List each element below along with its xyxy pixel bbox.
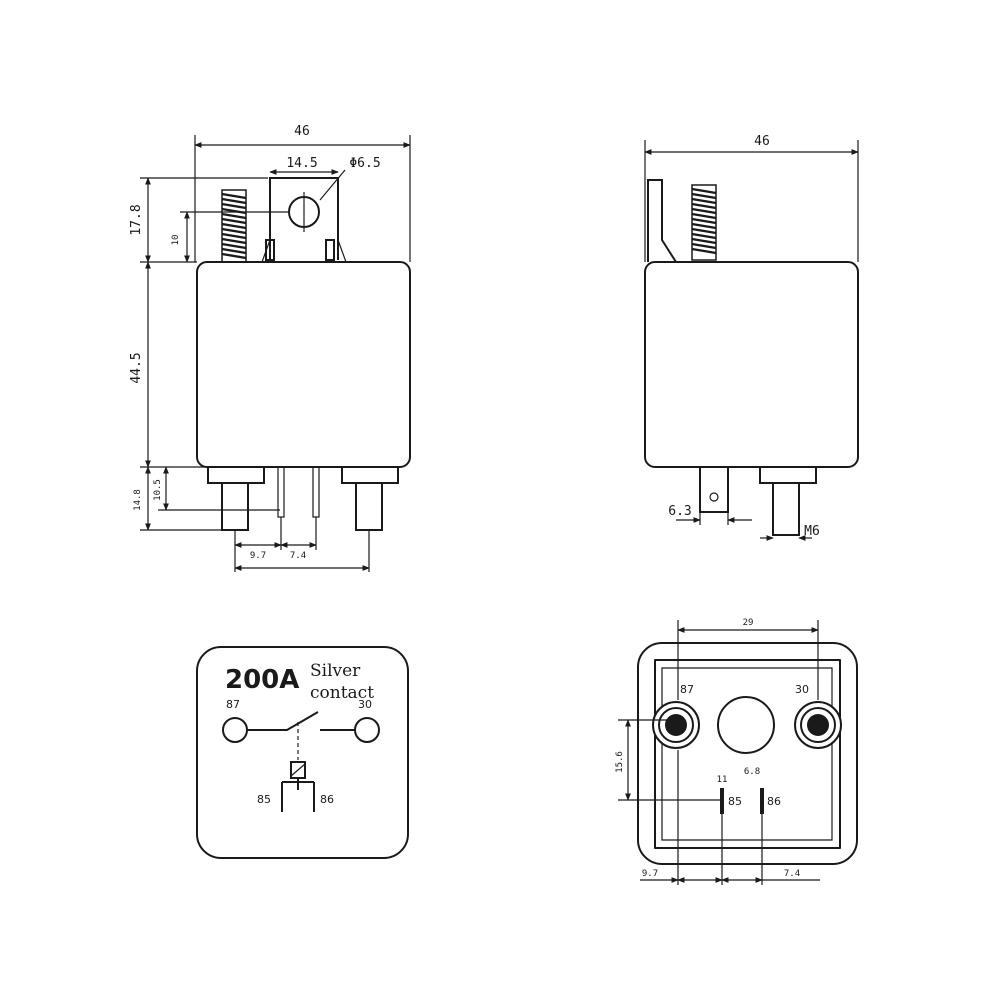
- pin-base-left: [207, 466, 265, 484]
- material-line-2: contact: [310, 683, 374, 703]
- pin-86: [312, 466, 320, 518]
- schematic-terminal-87: 87: [226, 698, 240, 711]
- small-pin-length-label: 10.5: [153, 479, 163, 501]
- bottom-terminal-30: 30: [795, 683, 809, 696]
- pin-base-right: [341, 466, 399, 484]
- slot-85: [720, 788, 724, 814]
- width-dim-label: 46: [294, 124, 310, 139]
- slot-86: [760, 788, 764, 814]
- hole-offset-label: 10: [171, 235, 181, 246]
- side-stud: [772, 482, 800, 536]
- schematic-terminal-86: 86: [320, 793, 334, 806]
- pin-30: [355, 482, 383, 531]
- terminal-30-circle: [354, 717, 380, 743]
- pin-gap-a-label: 9.7: [250, 551, 266, 561]
- mounting-tab: [269, 177, 339, 260]
- bottom-terminal-87: 87: [680, 683, 694, 696]
- side-stud-base: [759, 466, 817, 484]
- relay-body: [196, 261, 411, 468]
- center-hole: [717, 696, 775, 754]
- side-view: 46 6.3 M6: [644, 134, 859, 541]
- side-stud-label: M6: [804, 524, 820, 539]
- front-view: 46 14.5 Φ6.5 17.8 10: [129, 124, 411, 572]
- side-threaded-stud: [691, 184, 717, 261]
- side-width-label: 46: [754, 134, 770, 149]
- gap-b-label: 7.4: [784, 869, 800, 879]
- bottom-terminal-86: 86: [767, 795, 781, 808]
- rating-text: 200A: [225, 665, 299, 695]
- switch-contact: [247, 711, 319, 731]
- label-plate-outline: [196, 646, 409, 859]
- stud-spacing-label: 29: [743, 618, 754, 628]
- small-dim-a: 11: [717, 775, 728, 785]
- pin-length-label: 14.8: [133, 489, 143, 511]
- gap-a-label: 9.7: [642, 869, 658, 879]
- bottom-terminal-85: 85: [728, 795, 742, 808]
- hole-diameter-label: Φ6.5: [349, 156, 380, 171]
- threaded-stud: [221, 189, 247, 263]
- bottom-outline-inner: [654, 659, 841, 849]
- body-height-label: 44.5: [129, 352, 144, 383]
- material-line-1: Silver: [310, 661, 361, 681]
- label-plate: 200A Silver contact 87 30 85 86: [196, 646, 409, 859]
- pin-gap-b-label: 7.4: [290, 551, 306, 561]
- terminal-87-circle: [222, 717, 248, 743]
- side-tab-width-label: 6.3: [668, 504, 691, 519]
- schematic-terminal-85: 85: [257, 793, 271, 806]
- schematic-terminal-30: 30: [358, 698, 372, 711]
- small-dim-b: 6.8: [744, 767, 760, 777]
- tab-width-label: 14.5: [286, 156, 317, 171]
- bottom-view: 29 87 30 85 86 11 6.8 15.6 9.7 7.4: [615, 618, 858, 885]
- pin-87: [221, 482, 249, 531]
- side-blade-terminal: [699, 466, 729, 513]
- side-relay-body: [644, 261, 859, 468]
- tab-height-label: 17.8: [129, 204, 144, 235]
- side-mounting-tab: [647, 179, 677, 263]
- coil-leads: [281, 778, 315, 812]
- stud-30: [807, 714, 829, 736]
- vertical-offset-label: 15.6: [615, 751, 625, 773]
- stud-87: [665, 714, 687, 736]
